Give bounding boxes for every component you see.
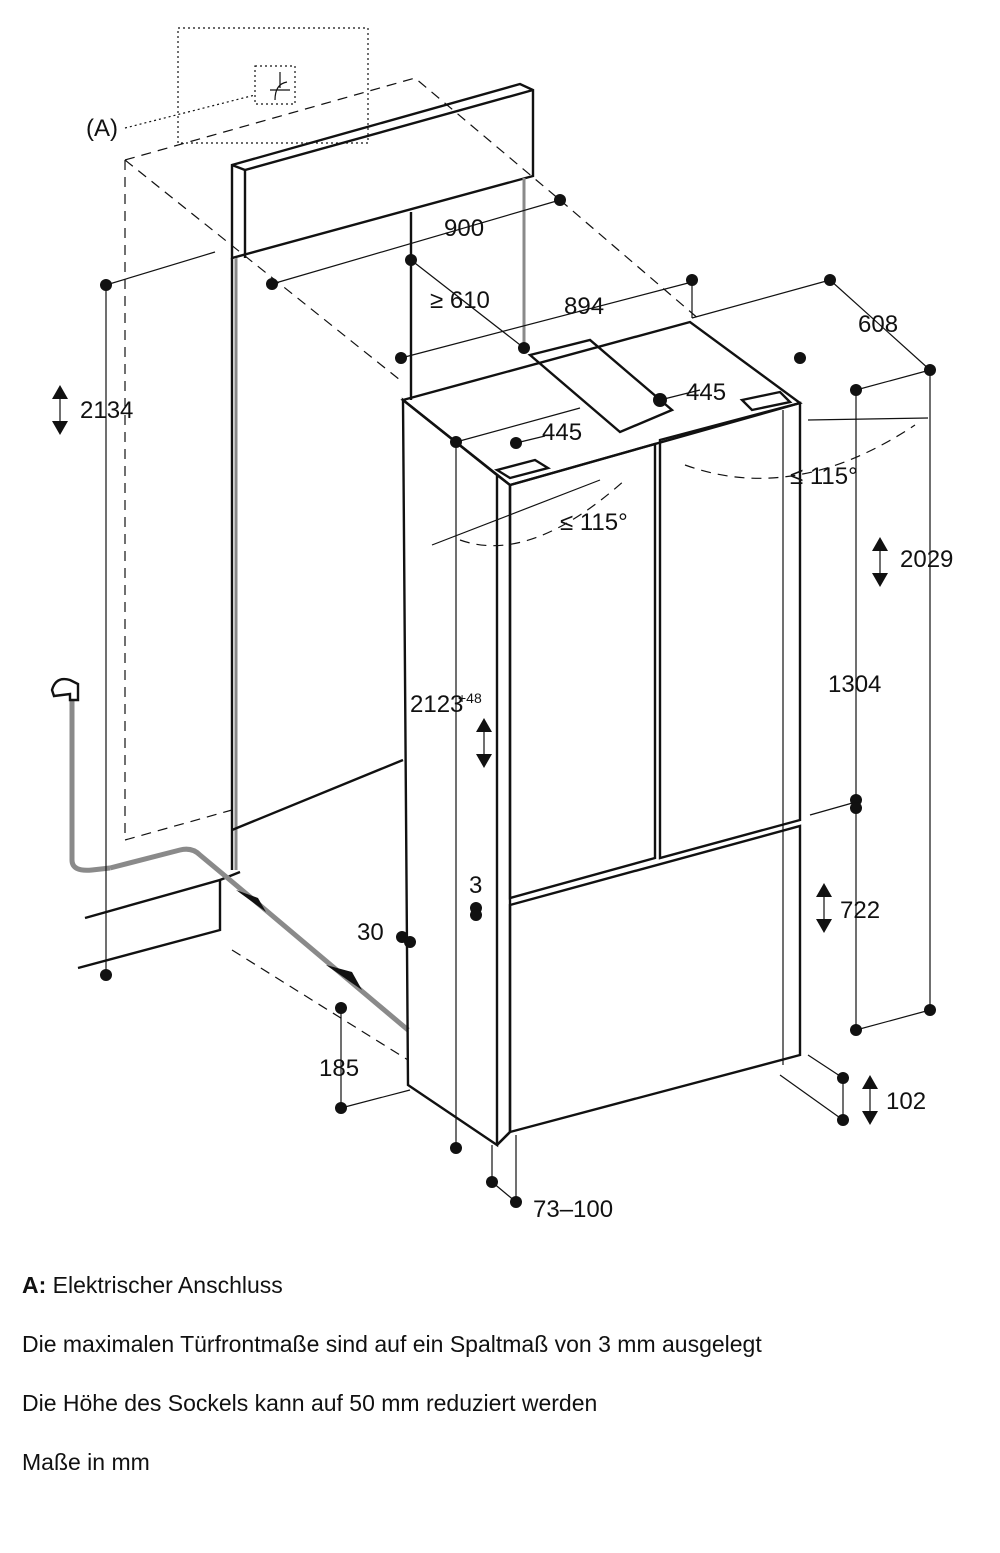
dim-niche-height-range: 2123 [410,691,463,718]
dim-appliance-height: 2029 [900,546,953,573]
water-pipe [69,700,410,1032]
note-door-gap: Die maximalen Türfrontmaße sind auf ein … [22,1331,762,1357]
notes: A: Elektrischer Anschluss Die maximalen … [22,1272,762,1508]
note-a-text: Elektrischer Anschluss [52,1272,283,1298]
dim-door-width-right: 445 [686,379,726,406]
dim-door-angle-right: ≤ 115° [790,463,858,490]
dim-door-angle-left: ≤ 115° [560,509,628,536]
dimension-lines [105,199,931,1203]
flow-arrow-icon [326,965,362,990]
niche-top-panel [230,82,535,870]
double-arrow-icons [52,385,888,1125]
right-door [658,401,802,860]
freezer-drawer [508,824,802,1134]
water-tap-icon [50,677,80,702]
dim-upper-door-height: 1304 [828,671,881,698]
dim-drawer-height: 722 [840,897,880,924]
dim-gap: 3 [469,872,482,899]
note-plinth: Die Höhe des Sockels kann auf 50 mm redu… [22,1390,598,1416]
dim-min-depth: ≥ 610 [430,287,490,314]
niche-outline [124,27,701,1061]
note-units: Maße in mm [22,1449,150,1475]
dim-door-width-left: 445 [542,419,582,446]
door-swing [431,417,929,547]
dim-niche-tolerance: +48 [458,690,482,706]
dim-appliance-depth: 608 [858,311,898,338]
socket-icon [270,72,290,101]
fridge-drawing: (A) 900 ≥ 610 894 608 445 445 ≤ 115° ≤ 1… [50,27,953,1223]
dim-water-height: 185 [319,1055,359,1082]
dim-appliance-width: 894 [564,293,604,320]
dim-side-offset: 30 [357,919,384,946]
connection-label: (A) [86,115,118,142]
dim-plinth-height: 102 [886,1088,926,1115]
dim-niche-width: 900 [444,215,484,242]
note-a: A: Elektrischer Anschluss [22,1272,762,1298]
dim-niche-height: 2134 [80,397,133,424]
dim-plinth-depth: 73–100 [533,1196,613,1223]
floor-plinth [77,870,241,970]
flow-arrow-icon [236,890,266,912]
note-a-label: A: [22,1272,47,1298]
appliance [400,320,803,1148]
dimension-points [100,194,936,1208]
